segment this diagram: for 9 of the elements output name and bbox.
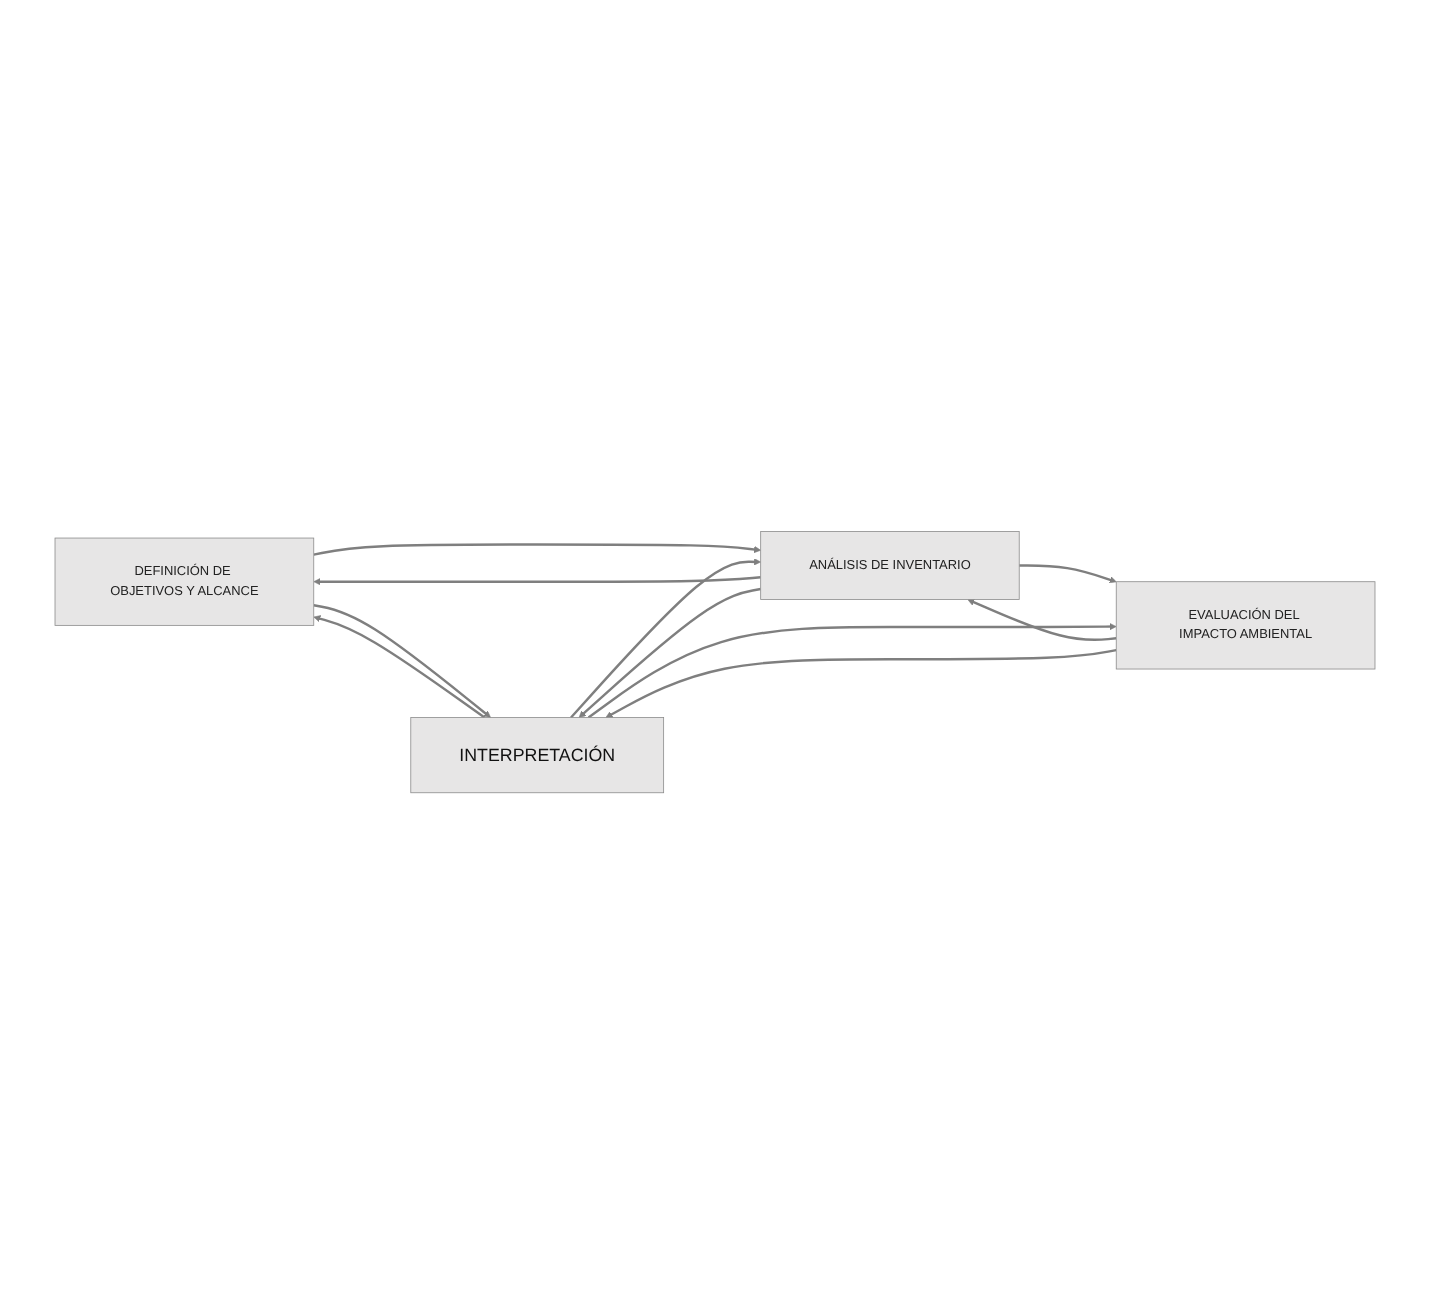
arrow xyxy=(570,557,761,718)
arrow xyxy=(313,542,761,556)
arrow xyxy=(1019,563,1117,583)
node-box: INTERPRETACIÓN xyxy=(410,716,665,793)
arrow xyxy=(587,622,1117,718)
arrow xyxy=(605,648,1117,718)
arrow xyxy=(967,598,1117,641)
arrow xyxy=(578,587,761,718)
arrow xyxy=(313,575,761,585)
